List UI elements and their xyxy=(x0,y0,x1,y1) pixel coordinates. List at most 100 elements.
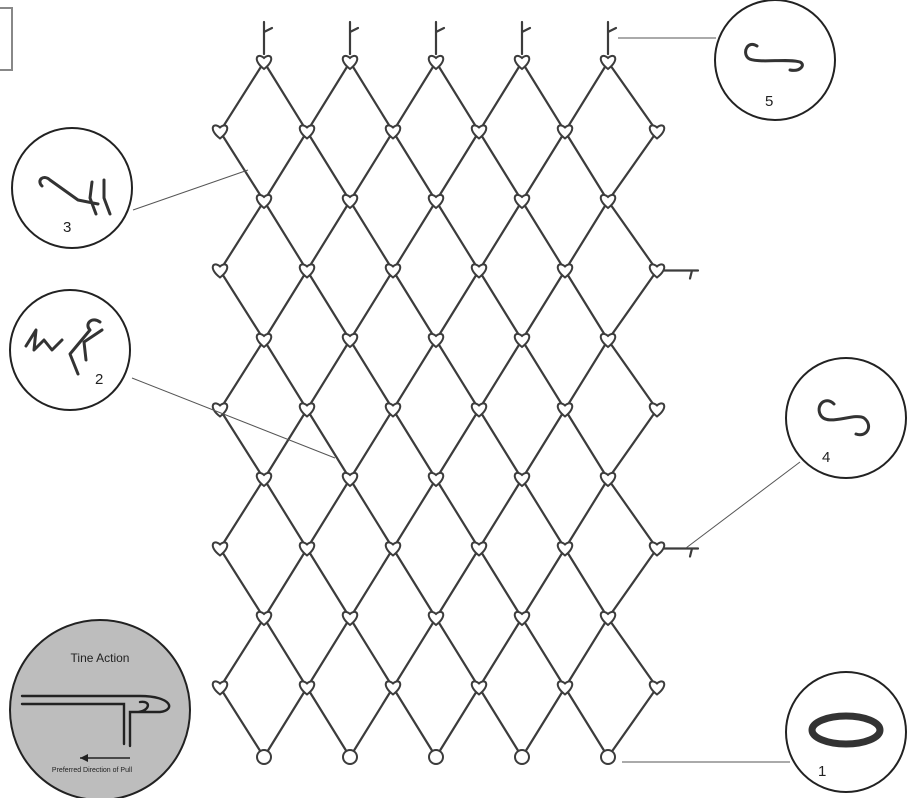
mesh-wire xyxy=(434,60,481,133)
mesh-wire xyxy=(391,686,438,759)
bottom-ring xyxy=(428,749,444,765)
mesh-knuckle xyxy=(427,471,445,488)
mesh-knuckle xyxy=(470,541,488,557)
mesh-wire xyxy=(262,338,309,411)
mesh-wire xyxy=(434,408,481,481)
mesh-wire xyxy=(262,269,309,342)
mesh-wire xyxy=(606,199,659,272)
mesh-wire xyxy=(305,686,352,759)
mesh-knuckle xyxy=(427,193,445,210)
mesh-knuckle xyxy=(298,124,316,140)
tine-action-circle xyxy=(9,619,191,798)
mesh-wire xyxy=(218,60,266,133)
mesh-wire xyxy=(477,547,524,620)
mesh-wire xyxy=(606,60,659,133)
mesh-wire xyxy=(218,408,266,481)
callout-2: 2 xyxy=(9,289,131,411)
mesh-knuckle xyxy=(298,541,316,557)
mesh-wire xyxy=(606,130,659,203)
mesh-knuckle xyxy=(513,471,531,488)
callout-3: 3 xyxy=(11,127,133,249)
callout-5-label: 5 xyxy=(765,93,773,110)
mesh-knuckle xyxy=(427,332,445,349)
mesh-wire xyxy=(563,686,610,759)
mesh-wire xyxy=(348,199,395,272)
mesh-wire xyxy=(262,616,309,689)
mesh-knuckle xyxy=(599,610,617,627)
mesh-wire xyxy=(218,547,266,620)
callout-1-circle xyxy=(785,671,907,793)
mesh-knuckle xyxy=(648,124,666,140)
mesh-wire xyxy=(218,616,266,689)
mesh-wire xyxy=(520,269,567,342)
mesh-wire xyxy=(563,199,610,272)
mesh-wire xyxy=(606,269,659,342)
mesh-wire xyxy=(477,616,524,689)
mesh-wire xyxy=(606,616,659,689)
mesh-wire xyxy=(305,60,352,133)
mesh-wire xyxy=(305,547,352,620)
mesh-wire xyxy=(348,616,395,689)
mesh-wire xyxy=(391,547,438,620)
side-hook xyxy=(662,547,700,558)
mesh-wire xyxy=(520,408,567,481)
callout-4-label: 4 xyxy=(822,449,830,466)
mesh-wire xyxy=(262,408,309,481)
callout-2-circle xyxy=(9,289,131,411)
bottom-ring xyxy=(514,749,530,765)
mesh-wire xyxy=(434,269,481,342)
mesh-wire xyxy=(563,338,610,411)
mesh-knuckle xyxy=(255,471,273,488)
tine-wire-icon xyxy=(20,694,171,748)
mesh-knuckle xyxy=(211,541,229,557)
mesh-wire xyxy=(563,616,610,689)
mesh-knuckle xyxy=(513,54,531,71)
s-hook-open-icon xyxy=(744,43,804,72)
mesh-wire xyxy=(218,686,266,759)
mesh-wire xyxy=(391,338,438,411)
mesh-knuckle xyxy=(341,332,359,349)
mesh-knuckle xyxy=(470,124,488,140)
mesh-wire xyxy=(218,269,266,342)
mesh-wire xyxy=(218,477,266,550)
mesh-wire xyxy=(348,269,395,342)
mesh-wire xyxy=(434,547,481,620)
pull-direction-caption: Preferred Direction of Pull xyxy=(52,767,133,774)
mesh-knuckle xyxy=(513,332,531,349)
mesh-knuckle xyxy=(513,610,531,627)
mesh-knuckle xyxy=(556,124,574,140)
mesh-wire xyxy=(520,338,567,411)
mesh-wire xyxy=(391,616,438,689)
top-hook xyxy=(520,20,532,56)
mesh-wire xyxy=(262,686,309,759)
mesh-wire xyxy=(434,199,481,272)
mesh-wire xyxy=(434,616,481,689)
mesh-wire xyxy=(520,199,567,272)
mesh-knuckle xyxy=(599,332,617,349)
mesh-wire xyxy=(348,130,395,203)
mesh-wire xyxy=(563,547,610,620)
mesh-wire xyxy=(348,686,395,759)
mesh-knuckle xyxy=(211,263,229,279)
bent-wire-clip-icon xyxy=(38,176,112,216)
tine-action-title: Tine Action xyxy=(71,651,130,665)
mesh-wire xyxy=(477,130,524,203)
callout-2-label: 2 xyxy=(95,371,103,388)
mesh-wire xyxy=(391,130,438,203)
mesh-wire xyxy=(391,408,438,481)
top-hook xyxy=(606,20,618,56)
callout-5: 5 xyxy=(714,0,836,121)
mesh-wire xyxy=(262,199,309,272)
mesh-knuckle xyxy=(255,54,273,71)
callout-4: 4 xyxy=(785,357,907,479)
mesh-knuckle xyxy=(648,680,666,696)
mesh-wire xyxy=(477,60,524,133)
leader-line-4 xyxy=(685,461,801,549)
mesh-wire xyxy=(391,477,438,550)
mesh-wire xyxy=(434,338,481,411)
top-hook xyxy=(434,20,446,56)
mesh-wire xyxy=(520,616,567,689)
mesh-wire xyxy=(520,477,567,550)
mesh-wire xyxy=(563,130,610,203)
mesh-knuckle xyxy=(341,471,359,488)
